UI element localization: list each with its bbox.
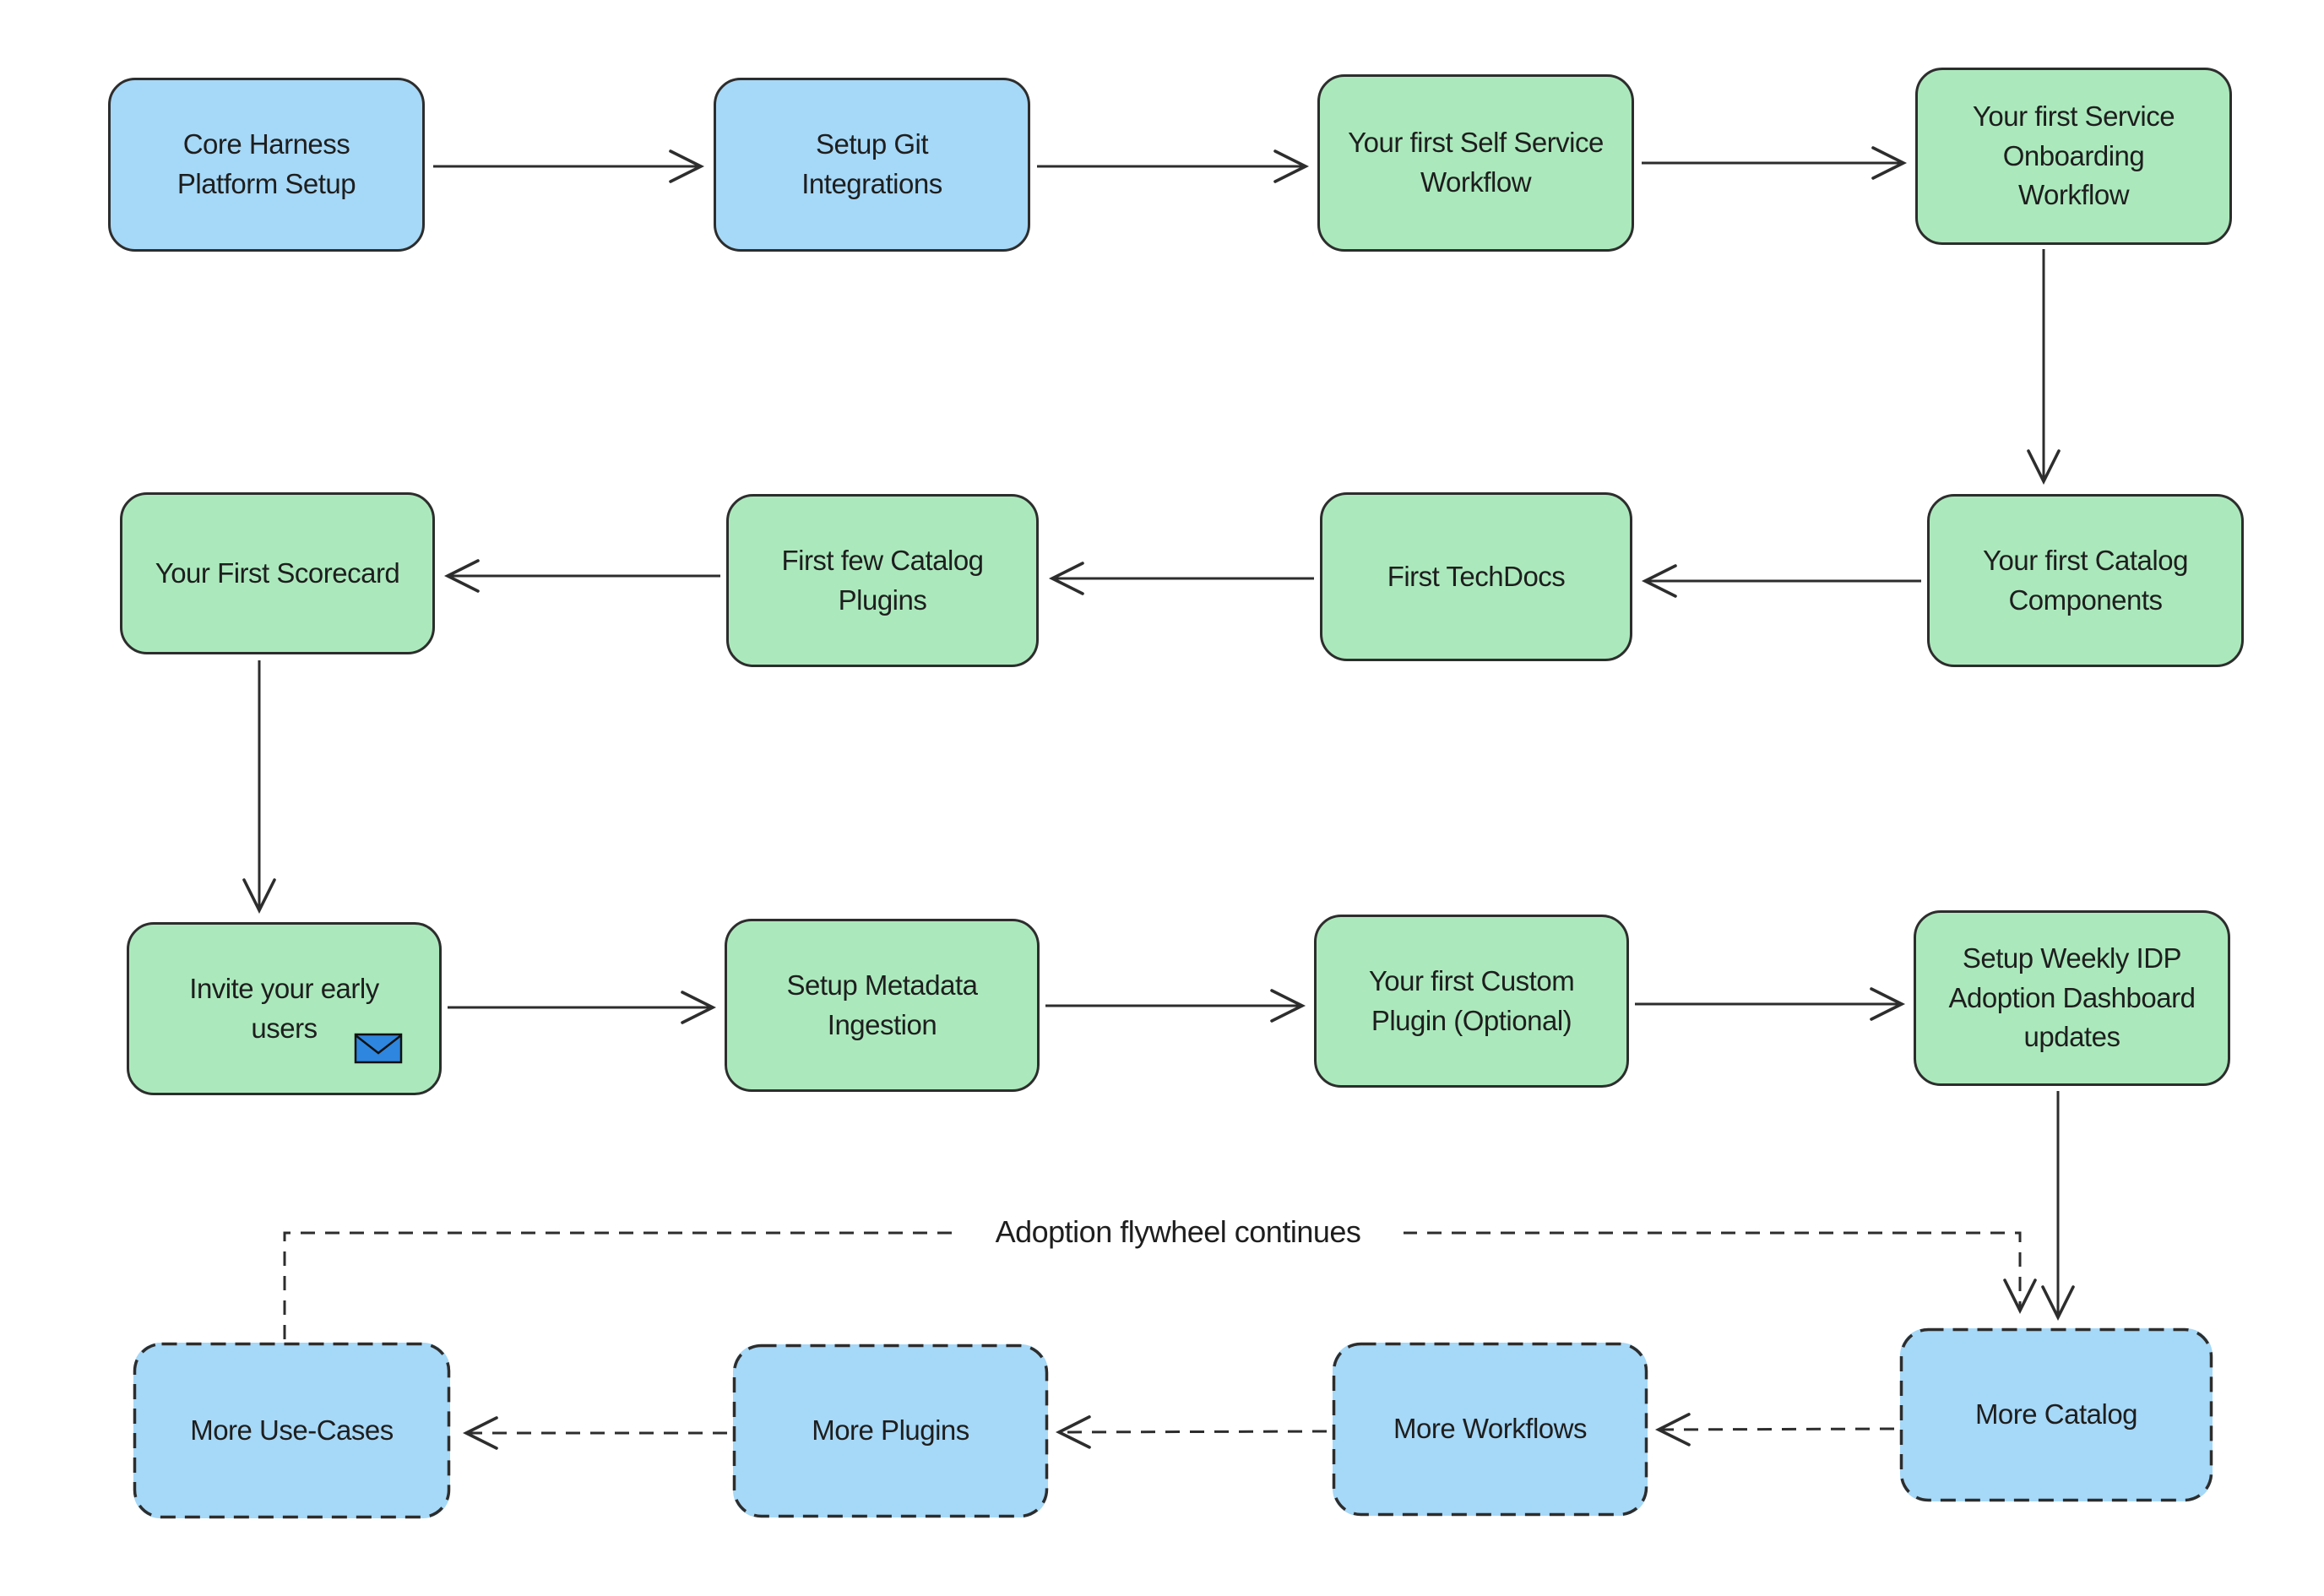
node-more-use-cases: More Use-Cases — [133, 1343, 450, 1518]
node-first-self-service-workflow: Your first Self Service Workflow — [1317, 74, 1634, 252]
node-first-custom-plugin: Your first Custom Plugin (Optional) — [1314, 915, 1629, 1088]
node-first-few-catalog-plugins: First few Catalog Plugins — [726, 494, 1039, 667]
envelope-icon — [354, 1033, 403, 1064]
arrow-moreworkflows-to-moreplugins — [1055, 1415, 1328, 1449]
node-label: Setup Metadata Ingestion — [786, 969, 979, 1040]
node-core-harness-platform-setup: Core Harness Platform Setup — [108, 78, 425, 252]
node-label: Invite your early users — [189, 972, 379, 1044]
node-label: Your first Service Onboarding Workflow — [1972, 100, 2175, 211]
node-setup-weekly-idp-dashboard: Setup Weekly IDP Adoption Dashboard upda… — [1914, 910, 2230, 1086]
node-more-catalog: More Catalog — [1900, 1328, 2213, 1501]
node-first-service-onboarding-workflow: Your first Service Onboarding Workflow — [1915, 68, 2232, 245]
node-label: Core Harness Platform Setup — [176, 128, 356, 199]
node-invite-early-users: Invite your early users — [127, 922, 442, 1095]
node-label: First few Catalog Plugins — [781, 544, 984, 616]
arrow-morecatalog-to-moreworkflows — [1654, 1413, 1895, 1447]
node-label: Your first Catalog Components — [1983, 544, 2188, 616]
node-setup-git-integrations: Setup Git Integrations — [714, 78, 1030, 252]
node-label: Setup Weekly IDP Adoption Dashboard upda… — [1948, 942, 2196, 1053]
node-label: More Workflows — [1393, 1413, 1587, 1445]
flywheel-label: Adoption flywheel continues — [953, 1209, 1404, 1255]
node-setup-metadata-ingestion: Setup Metadata Ingestion — [725, 919, 1040, 1092]
node-first-catalog-components: Your first Catalog Components — [1927, 494, 2244, 667]
node-first-techdocs: First TechDocs — [1320, 492, 1632, 661]
node-more-plugins: More Plugins — [733, 1344, 1048, 1517]
node-more-workflows: More Workflows — [1333, 1343, 1648, 1516]
node-label: Your First Scorecard — [155, 556, 400, 589]
node-label: More Use-Cases — [190, 1414, 394, 1446]
node-label: Your first Custom Plugin (Optional) — [1368, 964, 1575, 1036]
node-label: Your first Self Service Workflow — [1348, 127, 1604, 198]
node-label: Setup Git Integrations — [801, 128, 942, 199]
node-label: First TechDocs — [1387, 560, 1566, 592]
node-your-first-scorecard: Your First Scorecard — [120, 492, 435, 654]
node-label: More Catalog — [1974, 1398, 2138, 1430]
node-label: More Plugins — [812, 1414, 969, 1447]
